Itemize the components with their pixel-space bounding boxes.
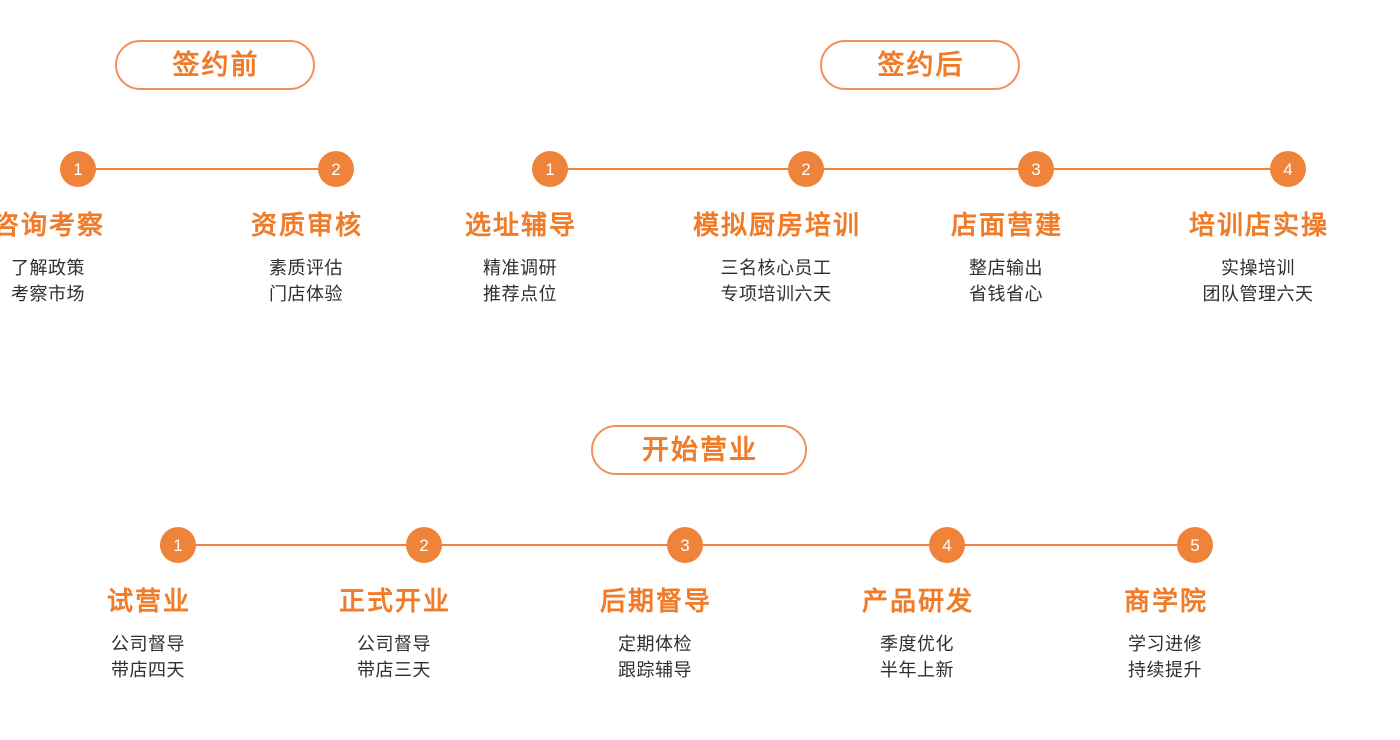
step-description-line: 实操培训 — [1221, 257, 1295, 278]
step-description-line: 考察市场 — [11, 283, 85, 304]
step-description: 公司督导带店四天 — [52, 631, 244, 683]
step-description-line: 专项培训六天 — [720, 283, 832, 304]
step-description-line: 带店四天 — [111, 659, 185, 680]
step-description: 精准调研推荐点位 — [424, 255, 616, 307]
step-number-node-post-signing-2[interactable]: 2 — [788, 151, 824, 187]
step-description: 学习进修持续提升 — [1069, 631, 1261, 683]
step-number-node-post-signing-3[interactable]: 3 — [1018, 151, 1054, 187]
timeline-rail-operating: 1 2 3 4 5 — [160, 525, 1240, 565]
step-description: 实操培训团队管理六天 — [1162, 255, 1354, 307]
step-block-operating-5: 商学院学习进修持续提升 — [1069, 586, 1261, 683]
step-description-line: 公司督导 — [111, 633, 185, 654]
step-title: 培训店实操 — [1188, 210, 1329, 240]
step-description: 三名核心员工专项培训六天 — [680, 255, 872, 307]
step-title: 店面营建 — [950, 210, 1063, 240]
step-number-node-operating-5[interactable]: 5 — [1177, 527, 1213, 563]
step-description: 了解政策考察市场 — [0, 255, 144, 307]
step-title: 产品研发 — [861, 586, 974, 616]
step-block-post-signing-2: 模拟厨房培训三名核心员工专项培训六天 — [680, 210, 872, 307]
step-title: 试营业 — [106, 586, 191, 616]
step-description-line: 半年上新 — [880, 659, 954, 680]
step-title: 咨询考察 — [0, 210, 105, 240]
step-number-node-pre-signing-2[interactable]: 2 — [318, 151, 354, 187]
step-description-line: 定期体检 — [618, 633, 692, 654]
step-description-line: 带店三天 — [357, 659, 431, 680]
step-description: 定期体检跟踪辅导 — [559, 631, 751, 683]
step-description-line: 公司督导 — [357, 633, 431, 654]
step-number-node-operating-2[interactable]: 2 — [406, 527, 442, 563]
step-description-line: 精准调研 — [483, 257, 557, 278]
step-description-line: 整店输出 — [969, 257, 1043, 278]
step-block-operating-3: 后期督导定期体检跟踪辅导 — [559, 586, 751, 683]
section-badge-operating: 开始营业 — [591, 425, 807, 475]
step-block-post-signing-4: 培训店实操实操培训团队管理六天 — [1162, 210, 1354, 307]
step-description-line: 三名核心员工 — [720, 257, 832, 278]
step-description-line: 推荐点位 — [483, 283, 557, 304]
step-description-line: 跟踪辅导 — [618, 659, 692, 680]
step-description-line: 素质评估 — [269, 257, 343, 278]
timeline-connector-line — [568, 168, 1288, 170]
step-description: 季度优化半年上新 — [821, 631, 1013, 683]
step-description: 素质评估门店体验 — [210, 255, 402, 307]
step-title: 后期督导 — [599, 586, 712, 616]
step-number-node-pre-signing-1[interactable]: 1 — [60, 151, 96, 187]
step-title: 选址辅导 — [464, 210, 577, 240]
step-description-line: 持续提升 — [1128, 659, 1202, 680]
step-number-node-post-signing-4[interactable]: 4 — [1270, 151, 1306, 187]
step-description: 公司督导带店三天 — [298, 631, 490, 683]
step-description-line: 了解政策 — [11, 257, 85, 278]
timeline-connector-line — [96, 168, 326, 170]
step-block-post-signing-3: 店面营建整店输出省钱省心 — [910, 210, 1102, 307]
step-description-line: 学习进修 — [1128, 633, 1202, 654]
step-title: 资质审核 — [250, 210, 363, 240]
section-badge-pre-signing: 签约前 — [115, 40, 315, 90]
step-description: 整店输出省钱省心 — [910, 255, 1102, 307]
step-description-line: 省钱省心 — [969, 283, 1043, 304]
step-block-pre-signing-2: 资质审核素质评估门店体验 — [210, 210, 402, 307]
step-description-line: 团队管理六天 — [1202, 283, 1314, 304]
section-badge-post-signing: 签约后 — [820, 40, 1020, 90]
step-description-line: 季度优化 — [880, 633, 954, 654]
step-description-line: 门店体验 — [269, 283, 343, 304]
step-block-operating-1: 试营业公司督导带店四天 — [52, 586, 244, 683]
step-number-node-operating-1[interactable]: 1 — [160, 527, 196, 563]
step-title: 正式开业 — [338, 586, 451, 616]
step-title: 模拟厨房培训 — [692, 210, 861, 240]
step-number-node-operating-3[interactable]: 3 — [667, 527, 703, 563]
timeline-rail-post-signing: 1 2 3 4 — [532, 149, 1322, 189]
step-title: 商学院 — [1123, 586, 1208, 616]
step-block-post-signing-1: 选址辅导精准调研推荐点位 — [424, 210, 616, 307]
step-block-operating-4: 产品研发季度优化半年上新 — [821, 586, 1013, 683]
step-block-pre-signing-1: 咨询考察了解政策考察市场 — [0, 210, 144, 307]
step-number-node-post-signing-1[interactable]: 1 — [532, 151, 568, 187]
step-block-operating-2: 正式开业公司督导带店三天 — [298, 586, 490, 683]
step-number-node-operating-4[interactable]: 4 — [929, 527, 965, 563]
